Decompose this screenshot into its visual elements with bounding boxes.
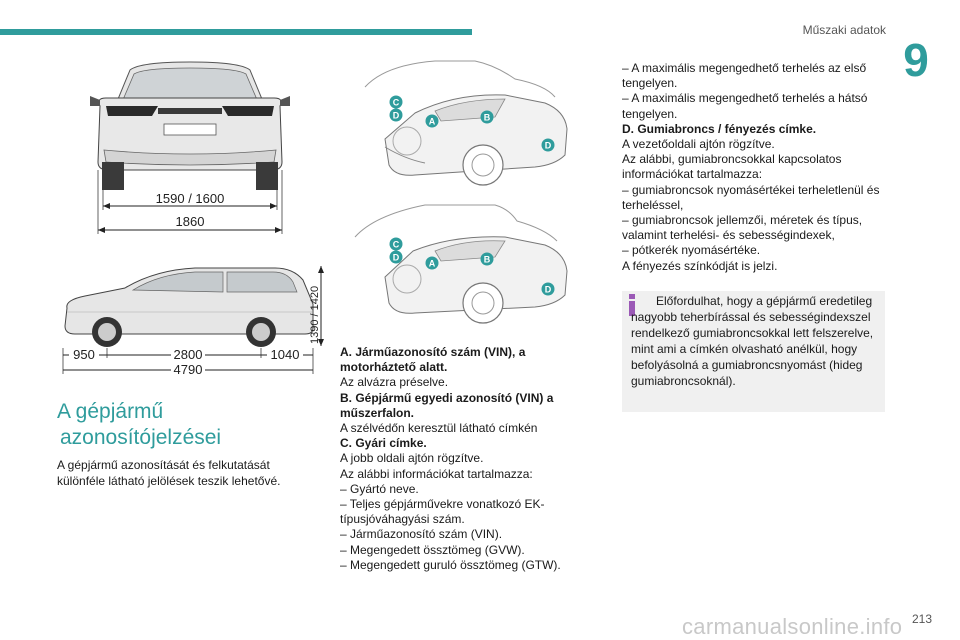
item-d-contents: Az alábbi, gumiabroncsokkal kapcsolatos … xyxy=(622,152,842,182)
svg-text:B: B xyxy=(484,255,491,265)
item-a-desc: Az alvázra préselve. xyxy=(340,375,449,390)
item-b-desc: A szélvédőn keresztül látható címkén xyxy=(340,421,538,436)
svg-text:D: D xyxy=(393,253,400,263)
rear-view-figure: 1590 / 1600 1860 xyxy=(90,61,290,234)
list-item: – A maximális megengedhető terhelés a há… xyxy=(622,91,868,121)
info-text-content: Előfordulhat, hogy a gépjármű eredetileg… xyxy=(631,294,874,388)
watermark: carmanualsonline.info xyxy=(682,614,903,639)
info-box: Előfordulhat, hogy a gépjármű eredetileg… xyxy=(622,291,885,412)
identification-list: A. Járműazonosító szám (VIN), a motorház… xyxy=(340,345,572,573)
marker-c-wagon: C xyxy=(389,237,403,251)
section-heading: A gépjármű azonosítójelzései xyxy=(57,399,317,450)
item-d-title: D. Gumiabroncs / fényezés címke. xyxy=(622,121,817,136)
rear-width-label: 1860 xyxy=(176,214,205,229)
header-accent-bar xyxy=(0,29,472,35)
page-number: 213 xyxy=(912,612,933,626)
svg-text:C: C xyxy=(393,98,400,108)
marker-d2: D xyxy=(541,138,555,152)
list-item: – Járműazonosító szám (VIN). xyxy=(340,527,503,542)
marker-c: C xyxy=(389,95,403,109)
svg-text:C: C xyxy=(393,240,400,250)
info-text: Előfordulhat, hogy a gépjármű eredetileg… xyxy=(631,293,878,389)
rear-track-label: 1590 / 1600 xyxy=(156,191,225,206)
list-item: – pótkerék nyomásértéke. xyxy=(622,243,761,258)
marker-a-wagon: A xyxy=(425,256,439,270)
list-item: – Gyártó neve. xyxy=(340,481,419,496)
sedan-markers-figure: C D A B D xyxy=(364,60,568,186)
list-item: – A maximális megengedhető terhelés az e… xyxy=(622,61,867,91)
marker-b-wagon: B xyxy=(480,252,494,266)
svg-text:A: A xyxy=(429,259,436,269)
wagon-markers-figure: C D A B D xyxy=(354,204,568,324)
chapter-number: 9 xyxy=(903,34,929,86)
heading-line-1: A gépjármű xyxy=(57,400,164,423)
side-view-figure: 1390 / 1420 950 2800 1040 4790 xyxy=(62,266,324,377)
svg-text:D: D xyxy=(545,141,552,151)
item-c-contents: Az alábbi információkat tartalmazza: xyxy=(340,466,533,481)
marker-d2-wagon: D xyxy=(541,282,555,296)
length-label: 4790 xyxy=(174,362,203,377)
section-title: Műszaki adatok xyxy=(802,23,886,37)
svg-text:A: A xyxy=(429,117,436,127)
list-item: – Teljes gépjárművekre vonatkozó EK-típu… xyxy=(340,497,545,527)
marker-d: D xyxy=(389,108,403,122)
wheelbase-label: 2800 xyxy=(174,347,203,362)
paint-code-note: A fényezés színkódját is jelzi. xyxy=(622,258,778,273)
list-item: – Megengedett guruló össztömeg (GTW). xyxy=(340,557,561,572)
svg-text:B: B xyxy=(484,113,491,123)
list-item: – gumiabroncsok jellemzői, méretek és tí… xyxy=(622,213,863,243)
item-d-desc: A vezetőoldali ajtón rögzítve. xyxy=(622,137,775,152)
marker-d-wagon: D xyxy=(389,250,403,264)
item-a-title: A. Járműazonosító szám (VIN), a motorház… xyxy=(340,345,526,375)
label-details-list: – A maximális megengedhető terhelés az e… xyxy=(622,61,890,274)
heading-line-2: azonosítójelzései xyxy=(60,425,222,449)
intro-paragraph: A gépjármű azonosítását és felkutatását … xyxy=(57,458,281,488)
svg-text:D: D xyxy=(545,285,552,295)
item-c-desc: A jobb oldali ajtón rögzítve. xyxy=(340,451,484,466)
rear-overhang-label: 1040 xyxy=(271,347,300,362)
item-b-title: B. Gépjármű egyedi azonosító (VIN) a műs… xyxy=(340,390,554,420)
svg-text:D: D xyxy=(393,111,400,121)
list-item: – Megengedett össztömeg (GVW). xyxy=(340,542,525,557)
marker-b: B xyxy=(480,110,494,124)
item-c-title: C. Gyári címke. xyxy=(340,436,427,451)
marker-a: A xyxy=(425,114,439,128)
info-icon xyxy=(629,294,635,316)
list-item: – gumiabroncsok nyomásértékei terheletle… xyxy=(622,182,880,212)
height-label: 1390 / 1420 xyxy=(309,286,321,344)
front-overhang-label: 950 xyxy=(73,347,95,362)
